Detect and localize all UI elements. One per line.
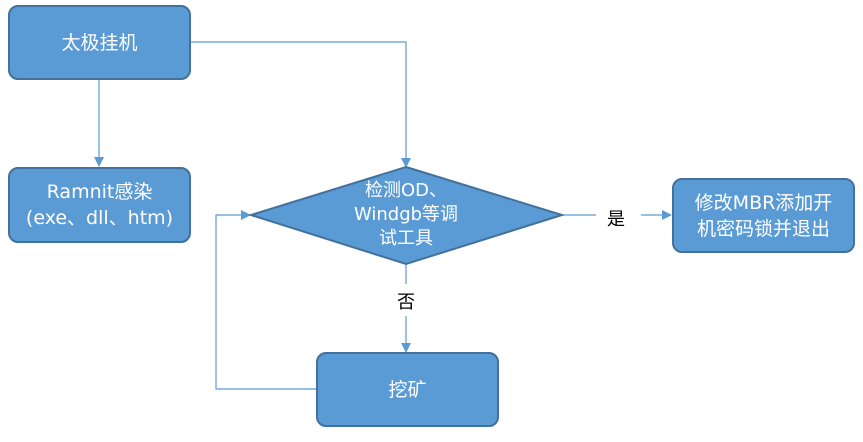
decision-diamond — [247, 165, 566, 266]
decision-label-line3: 试工具 — [379, 228, 433, 249]
mining-node-label: 挖矿 — [388, 378, 427, 401]
modify-mbr-node-label-line2: 机密码锁并退出 — [696, 217, 830, 240]
start-node: 太极挂机 — [8, 5, 191, 80]
start-node-label: 太极挂机 — [61, 31, 138, 54]
decision-label-line2: Windgb等调 — [353, 204, 459, 225]
decision-label-line1: 检测OD、 — [364, 180, 448, 201]
no-edge-label: 否 — [397, 292, 415, 313]
decision-label: 检测OD、 Windgb等调 试工具 — [311, 179, 501, 251]
connector-mining-to-decision — [215, 210, 316, 390]
yes-edge-label: 是 — [607, 209, 625, 230]
connector-start-to-decision — [191, 41, 411, 168]
ramnit-node-label-line1: Ramnit感染 — [46, 181, 153, 203]
modify-mbr-node: 修改MBR添加开 机密码锁并退出 — [672, 178, 855, 253]
mining-node: 挖矿 — [316, 352, 499, 427]
ramnit-node: Ramnit感染 (exe、dll、htm) — [8, 167, 191, 243]
modify-mbr-node-label-line1: 修改MBR添加开 — [694, 191, 833, 214]
ramnit-node-label-line2: (exe、dll、htm) — [25, 207, 174, 229]
